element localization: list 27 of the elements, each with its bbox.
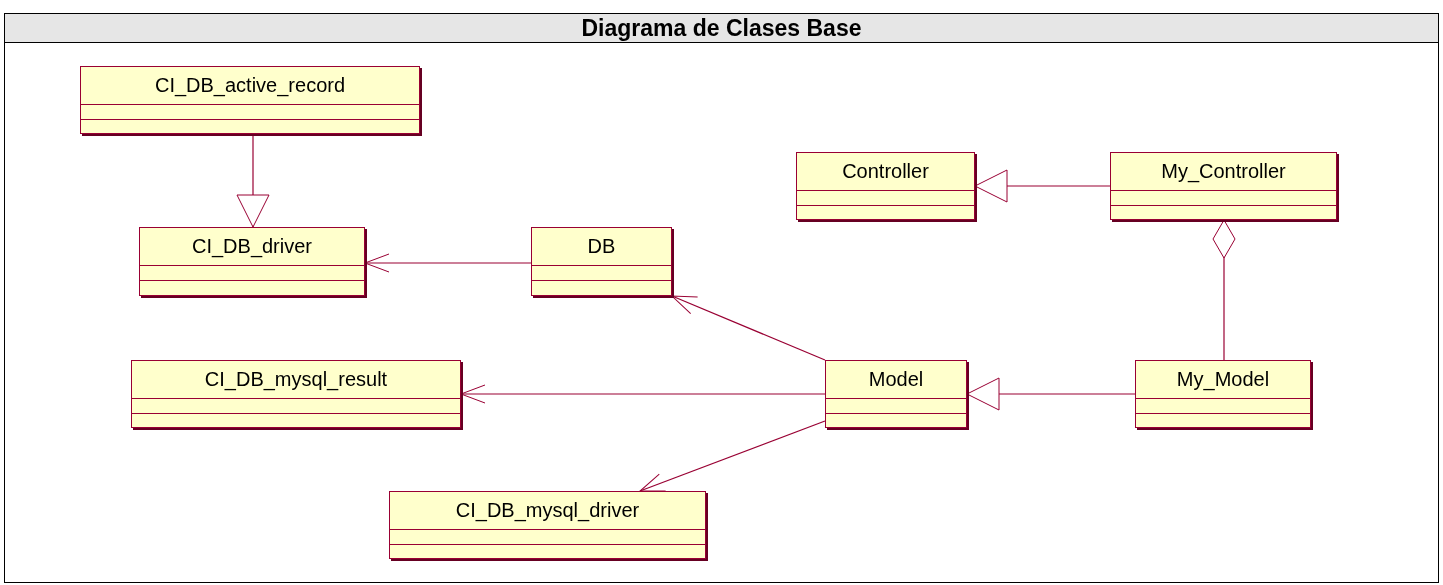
aggregation-line <box>1212 219 1236 361</box>
class-box <box>389 491 706 559</box>
class-box <box>139 227 365 296</box>
class-box <box>80 66 420 134</box>
class-name: My_Controller <box>1161 160 1286 183</box>
class-name: CI_DB_active_record <box>154 74 346 97</box>
generalization-arrow <box>974 169 1111 203</box>
class-name: Model <box>868 368 924 391</box>
generalization-arrow <box>236 133 270 228</box>
class-name: DB <box>587 235 616 258</box>
class-box <box>825 360 967 428</box>
association-arrow <box>460 384 826 404</box>
association-arrow <box>671 295 826 361</box>
class-name: CI_DB_driver <box>191 235 312 258</box>
class-name: CI_DB_mysql_result <box>204 368 388 391</box>
diagram-title: Diagrama de Clases Base <box>5 14 1438 43</box>
class-box <box>1135 360 1311 428</box>
class-name: CI_DB_mysql_driver <box>455 499 640 522</box>
generalization-arrow <box>966 377 1136 411</box>
association-arrow <box>639 420 826 492</box>
class-name: My_Model <box>1176 368 1270 391</box>
class-box <box>796 152 975 220</box>
class-box <box>1110 152 1337 220</box>
class-box <box>531 227 672 296</box>
association-arrow <box>364 253 532 273</box>
class-name: Controller <box>842 160 929 183</box>
class-box <box>131 360 461 428</box>
